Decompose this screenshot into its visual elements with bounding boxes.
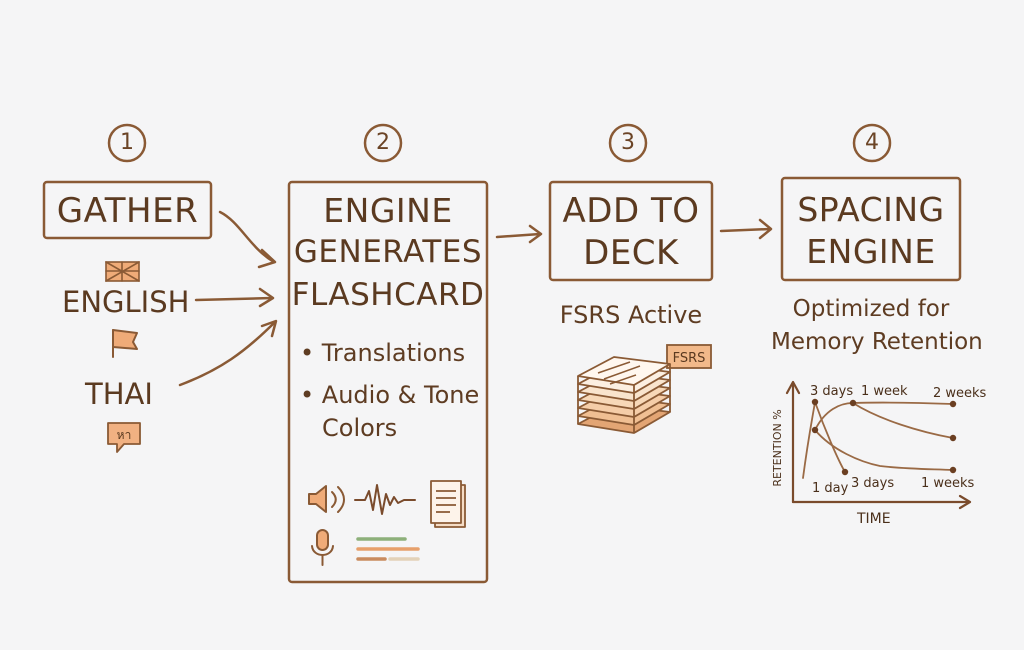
arrow-thai-to-engine-head	[260, 319, 278, 338]
step-3-circle	[608, 123, 648, 163]
spacing-caption-line-1: Optimized for	[792, 296, 950, 322]
uk-flag-icon	[105, 261, 140, 282]
arrow-deck-to-spacing-head	[758, 218, 773, 240]
gather-title: GATHER	[56, 191, 199, 231]
graph-label-top-2-weeks: 2 weeks	[933, 386, 987, 401]
flag-icon	[112, 329, 138, 358]
graph-x-axis-arrow	[958, 494, 972, 510]
retention-graph: RETENTION %	[771, 380, 972, 510]
step-1-circle	[107, 123, 147, 163]
bullet-translations: • Translations	[300, 339, 466, 367]
step-3-number: 3	[621, 130, 635, 155]
curve-1	[802, 401, 816, 479]
graph-point	[949, 400, 957, 408]
graph-point	[949, 466, 957, 474]
engine-title-line-3: FLASHCARD	[291, 277, 485, 313]
graph-label-bottom-3-days: 3 days	[851, 476, 895, 491]
gather-box	[42, 180, 213, 240]
arrow-english-to-engine	[194, 296, 274, 302]
bullet-translations-text: Translations	[321, 339, 466, 367]
graph-y-axis-label: RETENTION %	[771, 409, 784, 486]
arrow-deck-to-spacing	[719, 227, 772, 233]
curve-2	[814, 401, 846, 473]
deck-title-line-2: DECK	[583, 233, 679, 273]
spacing-title-line-1: SPACING	[797, 190, 945, 229]
graph-label-top-1-week: 1 week	[861, 384, 908, 399]
engine-box	[287, 180, 489, 584]
graph-point	[949, 434, 957, 442]
step-4-number: 4	[865, 130, 879, 155]
graph-point	[811, 398, 819, 406]
graph-x-axis-label: TIME	[857, 511, 891, 527]
spacing-caption-line-2: Memory Retention	[771, 329, 983, 355]
bullet-audio-tone-text: Audio & Tone	[321, 381, 480, 409]
arrow-gather-to-engine-head	[257, 248, 277, 269]
fsrs-tag-text: FSRS	[673, 351, 706, 366]
arrow-gather-to-engine	[218, 210, 276, 264]
language-english: ENGLISH	[62, 285, 190, 319]
graph-y-axis-arrow	[785, 380, 801, 395]
engine-title-line-1: ENGINE	[323, 191, 453, 230]
engine-title-line-2: GENERATES	[293, 234, 483, 270]
arrow-engine-to-deck	[495, 232, 542, 239]
card-stack-icon	[577, 356, 671, 434]
step-2-circle	[363, 123, 403, 163]
curve-5	[814, 429, 954, 471]
graph-label-bottom-1-weeks: 1 weeks	[921, 476, 975, 491]
graph-point	[811, 426, 819, 434]
bullet-colors-text: Colors	[322, 414, 398, 442]
thai-bubble-text: หา	[117, 428, 132, 442]
language-thai: THAI	[85, 377, 153, 411]
curve-3	[814, 401, 954, 431]
thai-speech-bubble-icon: หา	[107, 422, 141, 453]
step-4-circle	[852, 123, 892, 163]
waveform-icon	[354, 484, 416, 515]
fsrs-tag: FSRS	[666, 344, 712, 369]
arrow-engine-to-deck-head	[528, 224, 543, 244]
spacing-title-line-2: ENGINE	[806, 232, 936, 271]
arrow-thai-to-engine	[178, 320, 277, 387]
deck-title-line-1: ADD TO	[562, 191, 700, 231]
graph-label-top-3-days: 3 days	[810, 384, 854, 399]
deck-box	[548, 180, 714, 282]
spacing-box	[780, 176, 962, 282]
bullet-audio-tone: • Audio & Tone	[300, 381, 480, 409]
speaker-icon	[308, 485, 345, 513]
microphone-icon	[311, 529, 334, 566]
graph-point	[841, 468, 849, 476]
curve-4	[852, 402, 954, 439]
tone-bars-icon	[356, 537, 420, 561]
document-icon	[430, 480, 466, 528]
step-1-number: 1	[120, 130, 134, 155]
graph-label-bottom-1-day: 1 day	[812, 481, 849, 496]
fsrs-status: FSRS Active	[559, 301, 703, 329]
graph-point	[849, 399, 857, 407]
step-2-number: 2	[376, 130, 390, 155]
arrow-english-to-engine-head	[258, 287, 275, 308]
